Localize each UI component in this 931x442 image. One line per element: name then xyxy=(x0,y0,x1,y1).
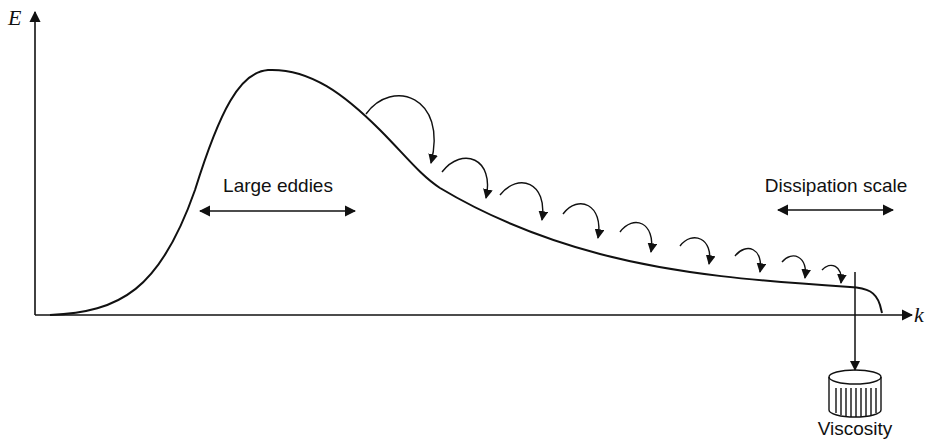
energy-curve xyxy=(50,70,882,315)
dissipation-arrow xyxy=(854,272,856,370)
axis-label: k xyxy=(914,303,924,327)
region-label: Large eddies xyxy=(223,176,333,197)
range-arrow xyxy=(778,209,893,211)
range-arrow xyxy=(200,210,355,212)
x-axis xyxy=(35,314,912,316)
viscosity-cylinder xyxy=(829,370,881,417)
component-label: Viscosity xyxy=(818,419,893,440)
y-axis xyxy=(34,12,36,315)
axis-label: E xyxy=(8,6,21,30)
region-label: Dissipation scale xyxy=(765,176,908,197)
